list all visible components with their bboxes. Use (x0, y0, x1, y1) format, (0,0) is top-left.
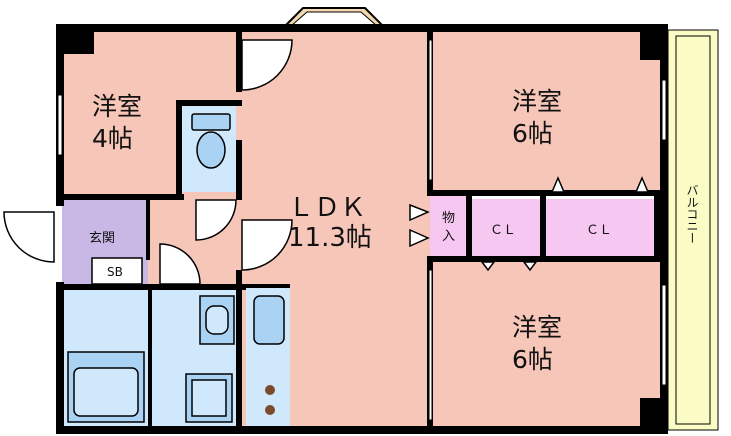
shoe-box-label: SB (107, 265, 123, 279)
kitchen-sink-icon (253, 295, 285, 345)
room-se-name: 洋室 (512, 313, 562, 342)
door-washroom (159, 243, 201, 285)
door-storage (409, 203, 430, 222)
door-room-nw (241, 39, 293, 91)
ldk-size: 11.3帖 (288, 223, 372, 253)
entrance-label: 玄関 (89, 231, 115, 246)
shoe-box (91, 257, 143, 285)
toilet-icon (191, 113, 231, 169)
closet-2-area (544, 199, 658, 258)
door-ldk (241, 219, 293, 271)
balcony-label: バルコニー (685, 184, 699, 244)
sink-icon (199, 295, 235, 345)
door-entrance (3, 211, 55, 263)
door-toilet (195, 199, 237, 241)
storage-area (430, 195, 466, 262)
bathtub-icon (67, 351, 145, 423)
room-nw-name: 洋室 (92, 92, 142, 121)
closet-1-label: ＣＬ (490, 223, 516, 238)
washing-machine-icon (185, 373, 233, 423)
room-se (430, 262, 660, 428)
closet-2-label: ＣＬ (586, 223, 612, 238)
room-ne-name: 洋室 (512, 87, 562, 116)
storage-label-1: 物 (442, 211, 455, 226)
stove-icon (265, 385, 275, 415)
room-se-size: 6帖 (512, 345, 553, 374)
room-ne (430, 30, 660, 195)
room-ne-size: 6帖 (512, 119, 553, 148)
storage-label-2: 入 (442, 229, 455, 244)
ldk-name: ＬＤＫ (288, 193, 366, 223)
closet-1-area (470, 199, 540, 258)
room-nw-size: 4帖 (92, 124, 133, 153)
